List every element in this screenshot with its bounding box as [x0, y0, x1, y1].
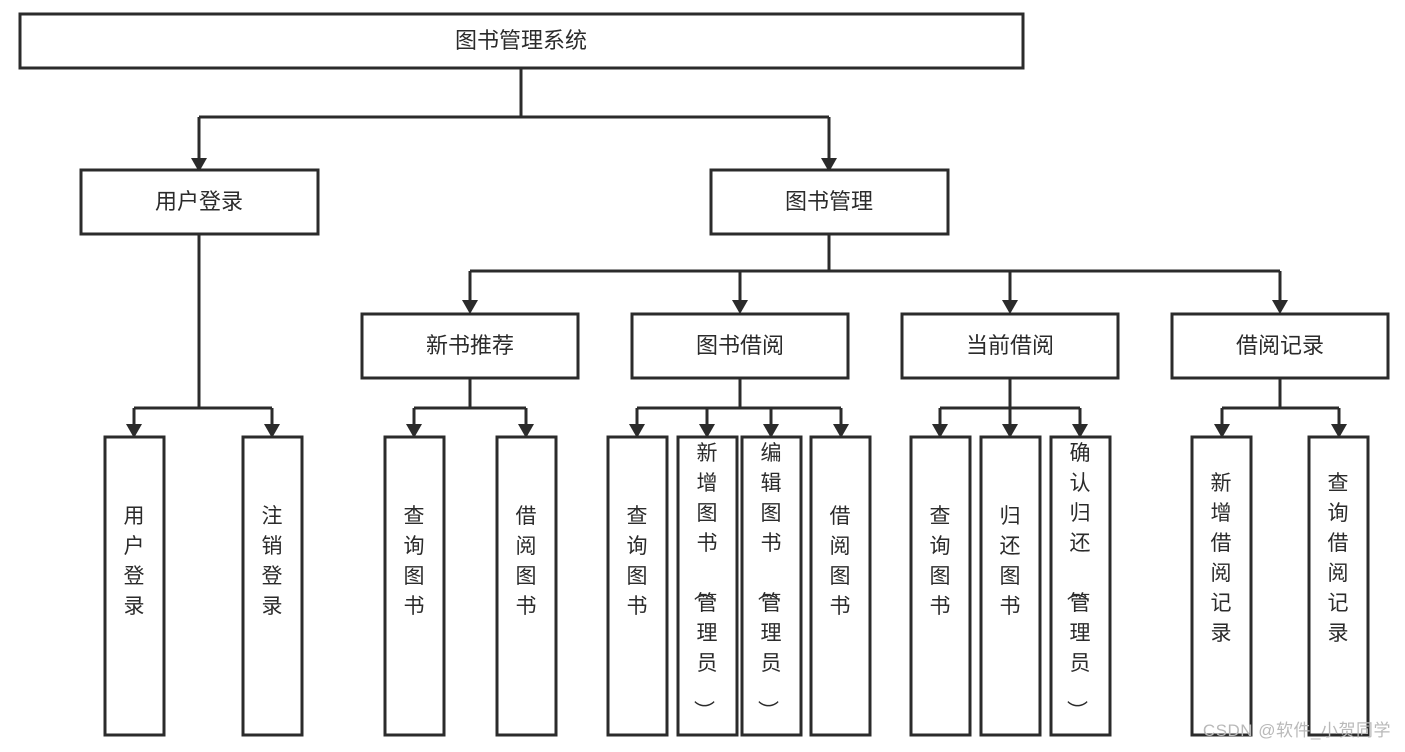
leaf-label: 归还图书	[1000, 505, 1021, 618]
node-borrow-record-box[interactable]	[1170, 312, 1390, 380]
arrow-head-icon	[732, 300, 748, 314]
node-leaf[interactable]: 查询图书	[606, 435, 669, 737]
leaf-label: 借阅图书	[516, 505, 537, 618]
leaf-label: 用户登录	[124, 505, 145, 618]
node-root-label: 图书管理系统	[455, 28, 587, 53]
leaf-box[interactable]	[676, 435, 739, 737]
node-leaf[interactable]: 新增借阅记录	[1190, 435, 1253, 737]
node-leaf[interactable]: 借阅图书	[495, 435, 558, 737]
node-current-borrow-box[interactable]	[900, 312, 1120, 380]
node-book-management-box[interactable]	[709, 168, 950, 236]
node-root[interactable]: 图书管理系统	[18, 12, 1025, 70]
leaf-box[interactable]	[1307, 435, 1370, 737]
arrow-head-icon	[1214, 424, 1230, 438]
node-root-box[interactable]	[18, 12, 1025, 70]
arrow-head-icon	[406, 424, 422, 438]
node-leaf[interactable]: 确认归还（管理员）	[1049, 435, 1112, 737]
leaf-box[interactable]	[979, 435, 1042, 737]
leaf-box[interactable]	[909, 435, 972, 737]
connector-borrowrecord-to-leaves	[1220, 378, 1341, 425]
node-leaf[interactable]: 归还图书	[979, 435, 1042, 737]
node-new-book-recommend[interactable]: 新书推荐	[360, 312, 580, 380]
node-book-management-label: 图书管理	[785, 189, 873, 214]
node-leaf[interactable]: 编辑图书（管理员）	[740, 435, 803, 737]
arrow-head-icon	[1002, 424, 1018, 438]
leaf-label: 查询图书	[627, 505, 648, 618]
connector-newbook-to-leaves	[412, 378, 528, 425]
leaf-label: 新增借阅记录	[1211, 472, 1232, 645]
node-book-borrow-label: 图书借阅	[696, 333, 784, 358]
leaf-box[interactable]	[103, 435, 166, 737]
connector-group-borrow-record	[1214, 378, 1347, 438]
arrow-head-icon	[1272, 300, 1288, 314]
node-book-management[interactable]: 图书管理	[709, 168, 950, 236]
connector-group-book-management	[462, 234, 1288, 314]
node-new-book-recommend-box[interactable]	[360, 312, 580, 380]
leaf-box[interactable]	[383, 435, 446, 737]
leaf-label: 查询图书	[930, 505, 951, 618]
leaf-label: 查询图书	[404, 505, 425, 618]
node-leaf[interactable]: 用户登录	[103, 435, 166, 737]
node-borrow-record-label: 借阅记录	[1236, 333, 1324, 358]
leaf-label: 新增图书（管理员）	[692, 442, 718, 721]
arrow-head-icon	[1072, 424, 1088, 438]
leaf-label: 编辑图书（管理员）	[756, 442, 782, 721]
node-book-borrow[interactable]: 图书借阅	[630, 312, 850, 380]
leaf-label: 注销登录	[262, 505, 283, 618]
arrow-head-icon	[518, 424, 534, 438]
connector-group-current-borrow	[932, 378, 1088, 438]
node-leaf[interactable]: 查询图书	[383, 435, 446, 737]
connector-bookmgmt-to-level2	[468, 234, 1282, 300]
connector-group-new-book	[406, 378, 534, 438]
csdn-watermark: CSDN @软件_小贺同学	[1202, 721, 1391, 740]
leaf-label: 查询借阅记录	[1328, 472, 1349, 645]
leaf-box[interactable]	[606, 435, 669, 737]
node-current-borrow[interactable]: 当前借阅	[900, 312, 1120, 380]
arrow-head-icon	[763, 424, 779, 438]
arrow-head-icon	[191, 158, 207, 172]
node-leaf[interactable]: 查询借阅记录	[1307, 435, 1370, 737]
arrow-head-icon	[699, 424, 715, 438]
node-leaf[interactable]: 查询图书	[909, 435, 972, 737]
leaf-box[interactable]	[740, 435, 803, 737]
node-user-login-box[interactable]	[79, 168, 320, 236]
leaf-box[interactable]	[1190, 435, 1253, 737]
arrow-head-icon	[462, 300, 478, 314]
connector-userlogin-to-leaves	[132, 234, 274, 425]
leaf-label: 借阅图书	[830, 505, 851, 618]
leaf-box[interactable]	[1049, 435, 1112, 737]
leaf-box[interactable]	[495, 435, 558, 737]
node-new-book-recommend-label: 新书推荐	[426, 333, 514, 358]
connector-group-user-login	[126, 234, 280, 438]
leaf-box[interactable]	[241, 435, 304, 737]
connector-group-root	[191, 68, 837, 172]
arrow-head-icon	[1331, 424, 1347, 438]
arrow-head-icon	[1002, 300, 1018, 314]
node-borrow-record[interactable]: 借阅记录	[1170, 312, 1390, 380]
arrow-head-icon	[821, 158, 837, 172]
node-current-borrow-label: 当前借阅	[966, 333, 1054, 358]
connector-root-to-level1	[197, 68, 831, 158]
arrow-head-icon	[126, 424, 142, 438]
connector-bookborrow-to-leaves	[635, 378, 843, 425]
leaf-box[interactable]	[809, 435, 872, 737]
node-user-login[interactable]: 用户登录	[79, 168, 320, 236]
leaf-label: 确认归还（管理员）	[1065, 442, 1091, 721]
node-book-borrow-box[interactable]	[630, 312, 850, 380]
node-leaf[interactable]: 注销登录	[241, 435, 304, 737]
arrow-head-icon	[629, 424, 645, 438]
connector-currentborrow-to-leaves	[938, 378, 1082, 425]
connector-group-book-borrow	[629, 378, 849, 438]
node-user-login-label: 用户登录	[155, 189, 243, 214]
arrow-head-icon	[932, 424, 948, 438]
arrow-head-icon	[264, 424, 280, 438]
node-leaf[interactable]: 新增图书（管理员）	[676, 435, 739, 737]
arrow-head-icon	[833, 424, 849, 438]
node-leaf[interactable]: 借阅图书	[809, 435, 872, 737]
